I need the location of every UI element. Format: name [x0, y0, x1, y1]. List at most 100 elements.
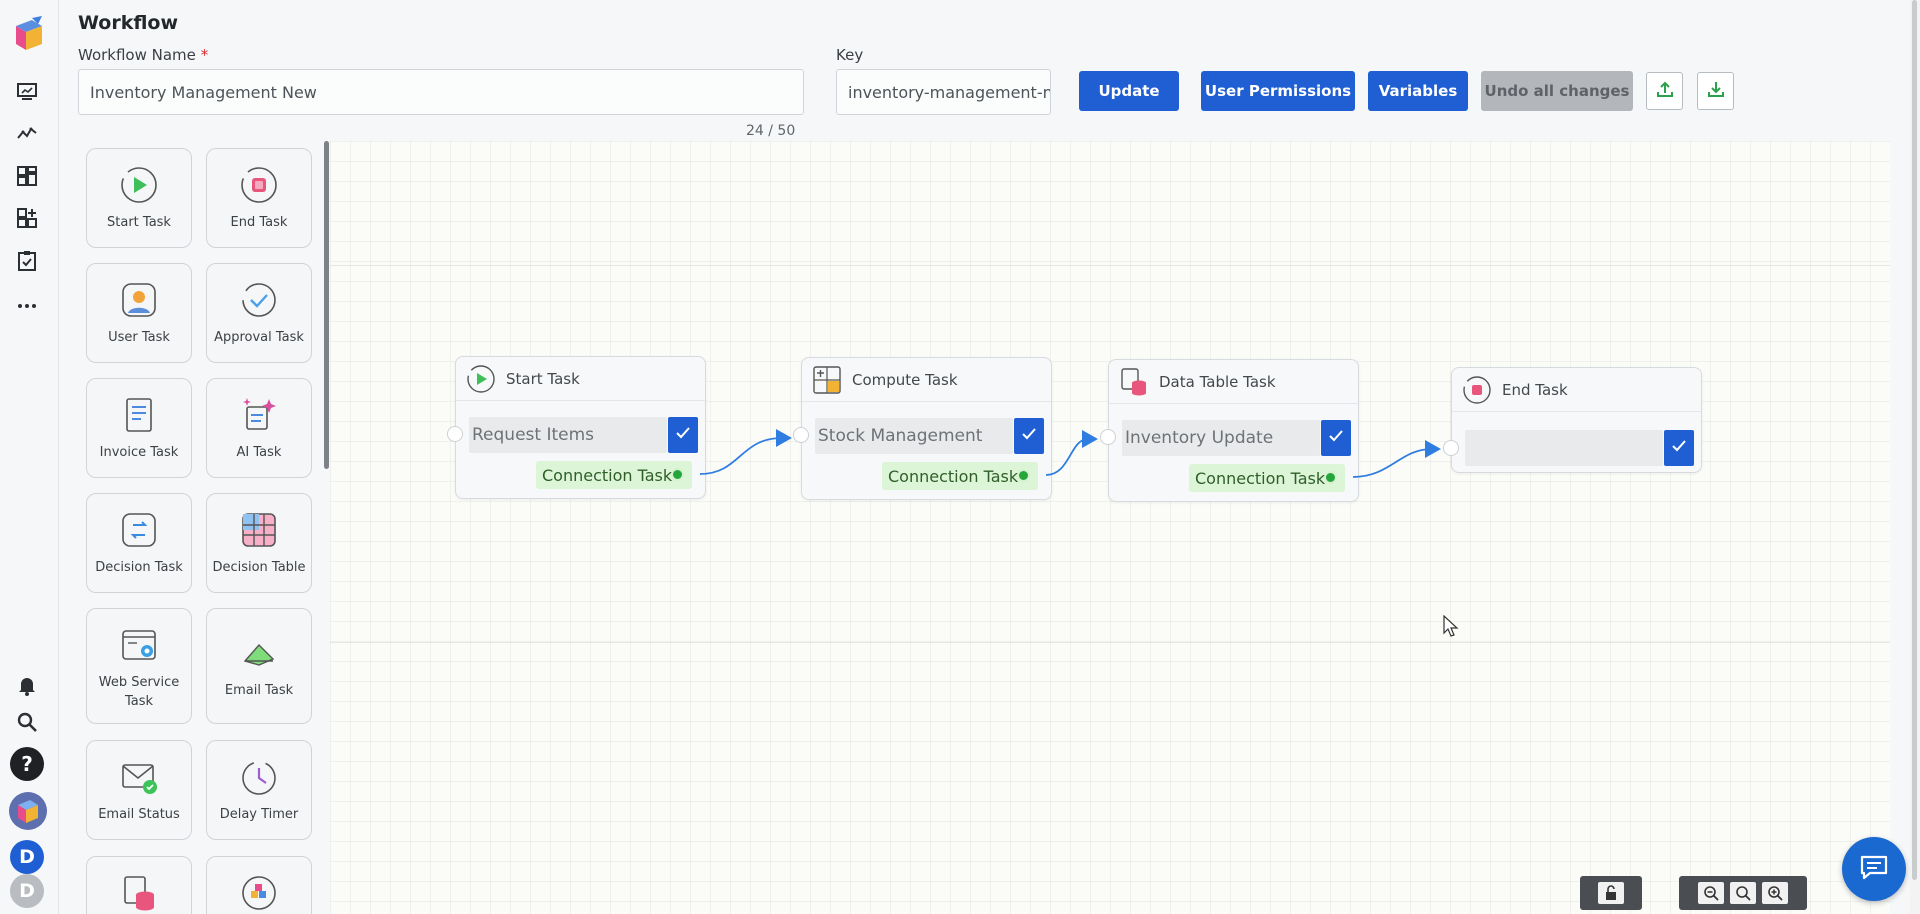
node-confirm-button[interactable]: [1014, 418, 1044, 454]
chat-button[interactable]: [1842, 837, 1906, 901]
connection-task[interactable]: Connection Task: [536, 461, 692, 489]
node-title: Compute Task: [852, 370, 958, 389]
workflow-name-input[interactable]: Inventory Management New: [78, 69, 804, 115]
check-icon: [1021, 426, 1037, 446]
lock-open-icon: [1598, 882, 1624, 904]
palette-packages-task[interactable]: [206, 856, 312, 914]
palette-web-service-task[interactable]: Web Service Task: [86, 608, 192, 724]
packages-icon: [239, 873, 279, 913]
chat-icon: [1858, 851, 1890, 887]
palette-end-task[interactable]: End Task: [206, 148, 312, 248]
palette-approval-task[interactable]: Approval Task: [206, 263, 312, 363]
node-end-task[interactable]: End Task: [1443, 367, 1702, 473]
key-value: inventory-management-n: [848, 82, 1051, 102]
variables-button[interactable]: Variables: [1368, 71, 1468, 111]
palette-item-label: AI Task: [236, 445, 282, 460]
update-button[interactable]: Update: [1079, 71, 1179, 111]
scrollbar-thumb[interactable]: [1912, 0, 1917, 880]
approval-task-icon: [239, 280, 279, 320]
app-logo-icon[interactable]: [8, 14, 48, 54]
node-title: Start Task: [506, 369, 580, 388]
monitor-icon[interactable]: [12, 76, 42, 106]
node-data-table-task[interactable]: Data Table Task Inventory Update Connect…: [1100, 359, 1359, 502]
node-start-task[interactable]: Start Task Request Items Connection Task: [447, 356, 706, 499]
user-task-icon: [119, 280, 159, 320]
node-field[interactable]: Inventory Update: [1122, 420, 1320, 456]
node-field[interactable]: Request Items: [469, 417, 667, 453]
node-header: End Task: [1452, 368, 1701, 412]
decision-table-icon: [239, 510, 279, 550]
palette-ai-task[interactable]: AI Task: [206, 378, 312, 478]
node-input-port[interactable]: [793, 427, 809, 443]
undo-all-changes-button[interactable]: Undo all changes: [1481, 71, 1633, 111]
zoom-reset-icon[interactable]: [1730, 882, 1756, 904]
connection-task[interactable]: Connection Task: [1189, 464, 1345, 492]
workspace-logo-icon[interactable]: [8, 791, 48, 831]
required-mark: *: [200, 46, 209, 64]
analytics-icon[interactable]: [12, 118, 42, 148]
help-icon[interactable]: ?: [9, 746, 45, 782]
key-input[interactable]: inventory-management-n: [836, 69, 1051, 115]
data-table-icon: [119, 873, 159, 913]
workflow-name-value: Inventory Management New: [90, 82, 317, 102]
node-compute-task[interactable]: Compute Task Stock Management Connection…: [793, 357, 1052, 500]
palette-item-label: Email Status: [98, 807, 180, 822]
user-permissions-button[interactable]: User Permissions: [1201, 71, 1355, 111]
notification-bell-icon[interactable]: [12, 670, 42, 700]
palette-item-label: Web Service Task: [98, 675, 180, 709]
node-field[interactable]: Stock Management: [815, 418, 1013, 454]
node-confirm-button[interactable]: [1321, 420, 1351, 456]
data-table-icon: [1119, 367, 1149, 397]
palette-item-label: Delay Timer: [219, 807, 299, 822]
apps-add-icon[interactable]: [12, 203, 42, 233]
node-output-port[interactable]: [1017, 469, 1030, 482]
connection-task[interactable]: Connection Task: [882, 462, 1038, 490]
compute-task-icon: [812, 365, 842, 395]
node-output-port[interactable]: [1324, 471, 1337, 484]
page-scrollbar[interactable]: [1910, 0, 1920, 914]
palette-item-label: Approval Task: [214, 330, 304, 345]
zoom-in-icon[interactable]: [1762, 882, 1788, 904]
zoom-out-icon[interactable]: [1698, 882, 1724, 904]
node-field[interactable]: [1465, 430, 1663, 466]
workflow-canvas[interactable]: Start Task Request Items Connection Task…: [330, 141, 1890, 914]
palette-invoice-task[interactable]: Invoice Task: [86, 378, 192, 478]
palette-scrollbar[interactable]: [324, 141, 329, 469]
palette-email-task[interactable]: Email Task: [206, 608, 312, 724]
user-avatar[interactable]: D: [10, 840, 44, 874]
upload-button[interactable]: [1646, 72, 1683, 110]
node-output-port[interactable]: [671, 468, 684, 481]
node-confirm-button[interactable]: [1664, 430, 1694, 466]
search-icon[interactable]: [12, 707, 42, 737]
workflow-name-label: Workflow Name *: [78, 46, 208, 64]
palette-user-task[interactable]: User Task: [86, 263, 192, 363]
palette-item-label: Invoice Task: [99, 445, 179, 460]
node-confirm-button[interactable]: [668, 417, 698, 453]
palette-email-status[interactable]: Email Status: [86, 740, 192, 840]
node-input-port[interactable]: [1443, 440, 1459, 456]
mouse-cursor-icon: [1443, 614, 1459, 641]
more-icon[interactable]: [12, 291, 42, 321]
task-checklist-icon[interactable]: [12, 246, 42, 276]
palette-item-label: User Task: [108, 330, 170, 345]
download-button[interactable]: [1697, 72, 1734, 110]
palette-start-task[interactable]: Start Task: [86, 148, 192, 248]
secondary-avatar[interactable]: D: [10, 874, 44, 908]
lock-canvas-button[interactable]: [1580, 876, 1642, 910]
dashboard-icon[interactable]: [12, 161, 42, 191]
invoice-task-icon: [119, 395, 159, 435]
svg-text:?: ?: [21, 752, 33, 776]
node-input-port[interactable]: [447, 426, 463, 442]
node-title: End Task: [1502, 380, 1568, 399]
node-input-port[interactable]: [1100, 429, 1116, 445]
palette-decision-task[interactable]: Decision Task: [86, 493, 192, 593]
palette-delay-timer[interactable]: Delay Timer: [206, 740, 312, 840]
check-icon: [1328, 428, 1344, 448]
email-status-icon: [119, 757, 159, 797]
palette-data-table-task[interactable]: [86, 856, 192, 914]
delay-timer-icon: [239, 757, 279, 797]
start-task-icon: [466, 364, 496, 394]
palette-decision-table[interactable]: Decision Table: [206, 493, 312, 593]
check-icon: [1671, 438, 1687, 458]
